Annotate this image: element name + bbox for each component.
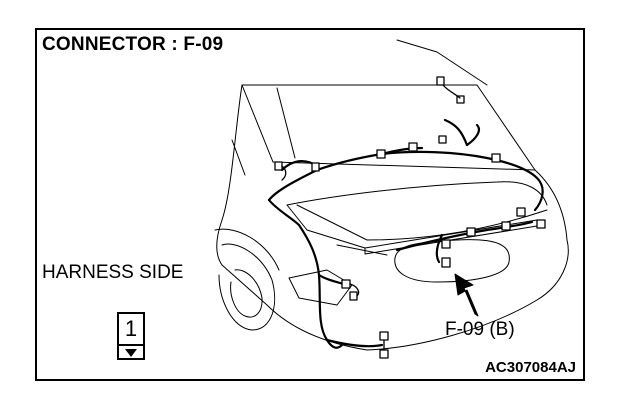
connector-block bbox=[379, 331, 389, 341]
connector-block bbox=[536, 219, 546, 229]
connector-block bbox=[438, 135, 447, 144]
connector-block bbox=[341, 279, 351, 289]
figure-code: AC307084AJ bbox=[485, 359, 576, 376]
view-divider bbox=[119, 344, 143, 346]
connector-block bbox=[501, 221, 511, 231]
trunk-lid-outline bbox=[286, 181, 548, 255]
connectors bbox=[274, 76, 546, 359]
connector-block bbox=[311, 162, 320, 172]
callout-arrow bbox=[454, 273, 479, 317]
connector-block bbox=[466, 227, 476, 237]
connector-block bbox=[456, 95, 465, 104]
connector-callout-label: F-09 (B) bbox=[445, 319, 515, 340]
connector-block bbox=[436, 76, 445, 86]
connector-title: CONNECTOR : F-09 bbox=[42, 34, 224, 55]
connector-leads bbox=[281, 84, 461, 351]
down-arrow-icon bbox=[125, 349, 137, 357]
connector-block bbox=[491, 153, 501, 163]
connector-block bbox=[376, 149, 386, 159]
rear-wheel bbox=[214, 228, 280, 331]
tail-light-outline bbox=[288, 269, 353, 306]
diagram-frame: CONNECTOR : F-09 HARNESS SIDE F-09 (B) A… bbox=[35, 28, 585, 381]
car-body-outline bbox=[216, 84, 569, 351]
connector-block bbox=[274, 161, 283, 171]
view-indicator: 1 bbox=[117, 312, 145, 360]
harness-side-label: HARNESS SIDE bbox=[42, 262, 184, 283]
vehicle-rear-drawing bbox=[214, 39, 569, 359]
connector-block bbox=[379, 349, 389, 359]
rear-window-outline bbox=[241, 39, 536, 171]
wiring-harness bbox=[267, 118, 544, 349]
f09-connector bbox=[441, 257, 451, 268]
connector-block bbox=[441, 239, 451, 249]
connector-block bbox=[408, 142, 418, 152]
connector-block bbox=[516, 207, 526, 217]
view-number: 1 bbox=[124, 316, 138, 341]
connector-block bbox=[349, 291, 358, 301]
